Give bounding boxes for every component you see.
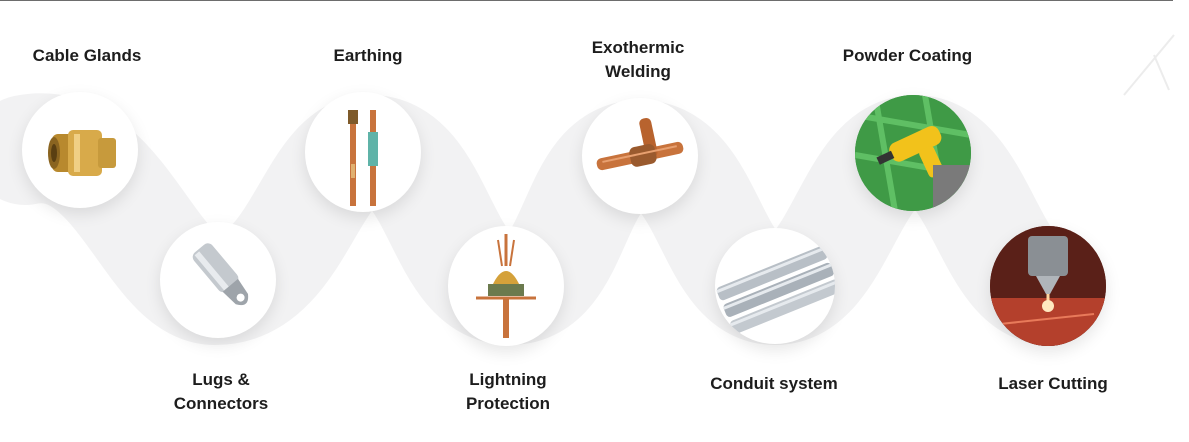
item-label: Laser Cutting [998,374,1108,393]
copper-earthing-rod-icon [348,110,378,206]
earthing-rod-image [305,92,421,212]
decorative-outline-shape [1123,34,1175,96]
lightning-arrester-image [448,226,564,346]
brass-cable-gland-icon [48,130,116,176]
item-label: Lugs & Connectors [173,370,269,413]
powder-coating-image [855,95,971,211]
exothermic-weld-image [582,98,698,214]
laser-cutting-image [990,226,1106,346]
top-border-line [0,0,1173,1]
cable-lug-icon [192,243,249,306]
conduit-image [715,228,835,344]
lightning-arrester-icon [476,234,536,338]
exothermic-weld-joint-icon [596,117,684,171]
item-label: Lightning Protection [465,370,551,413]
item-label: Cable Glands [32,46,142,65]
item-label: Powder Coating [842,46,973,65]
item-label: Earthing [333,46,403,65]
laser-cutting-head-icon [990,226,1106,346]
steel-conduit-pipe-icon [716,246,835,334]
item-label: Conduit system [710,374,838,393]
cable-lug-image [160,222,276,338]
cable-gland-image [22,92,138,208]
powder-coating-gun-icon [855,95,971,211]
item-label: Exothermic Welding [591,38,685,81]
